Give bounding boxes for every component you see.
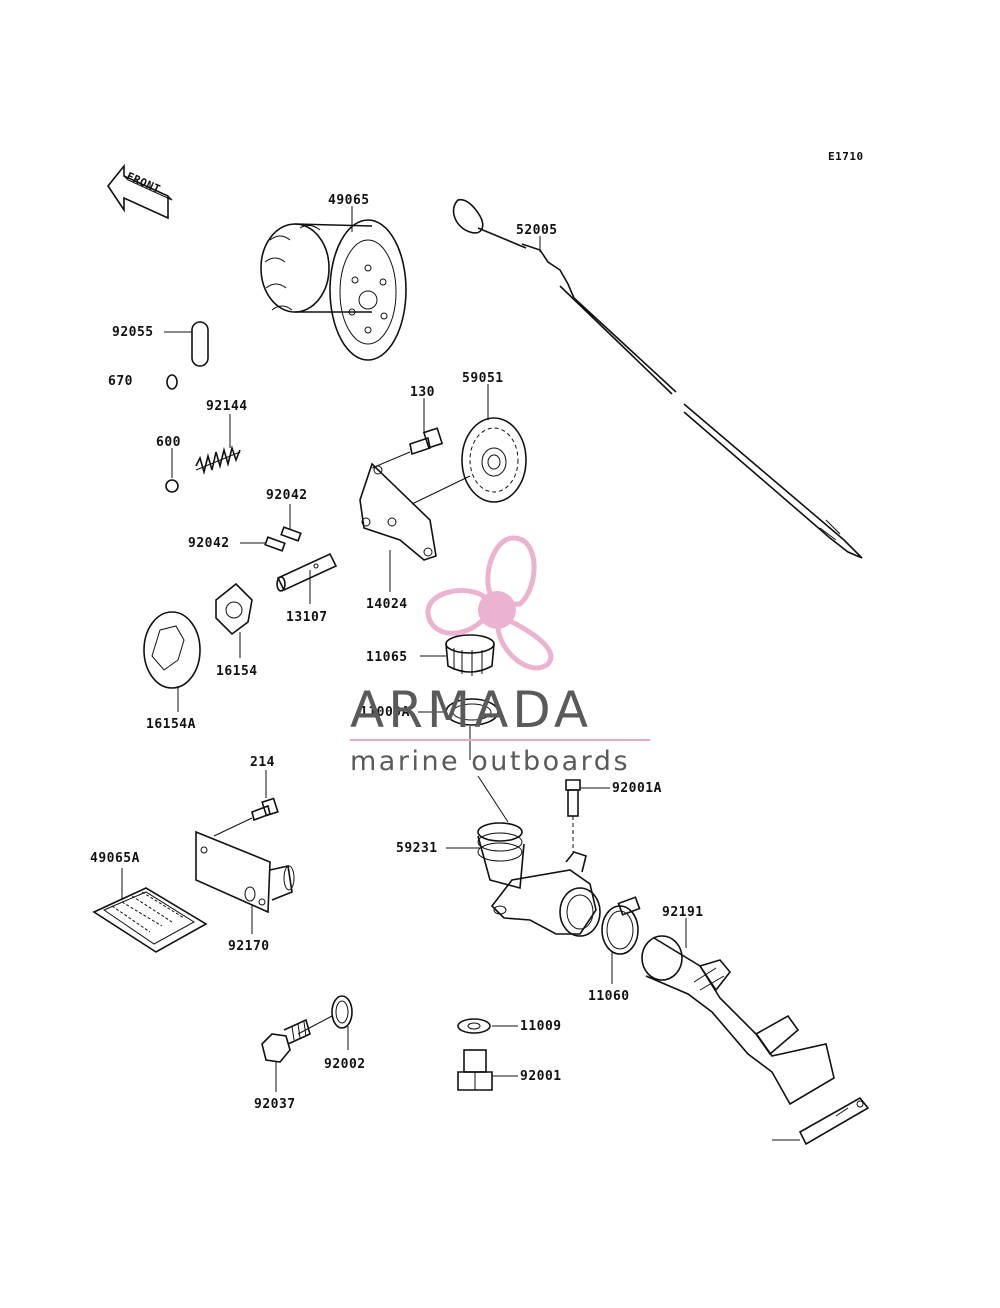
front-label: FRONT xyxy=(125,170,163,196)
bolt-92001 xyxy=(261,1018,311,1063)
outer-rotor-16154A xyxy=(143,611,201,689)
ring-670 xyxy=(166,374,178,390)
shaft-13107 xyxy=(276,552,338,592)
o-ring-92055 xyxy=(191,321,209,367)
washer-11060 xyxy=(457,1018,491,1034)
hose-clamp-92170 xyxy=(601,896,641,955)
label-13107: 13107 xyxy=(286,610,328,625)
bracket-13183 xyxy=(195,830,295,914)
label-59051: 59051 xyxy=(462,371,504,386)
bolt-214 xyxy=(251,797,279,822)
washer-11009 xyxy=(331,995,353,1029)
oil-filter xyxy=(260,219,407,361)
pin-92042-lower xyxy=(264,536,286,552)
label-11009: 92002 xyxy=(324,1057,366,1072)
filler-neck-59231 xyxy=(477,822,601,937)
label-92191: 92191 xyxy=(662,905,704,920)
band-92037 xyxy=(798,1096,870,1146)
strainer-screen-49065A xyxy=(92,887,208,953)
dipstick xyxy=(452,198,863,559)
label-92144: 92144 xyxy=(206,399,248,414)
filler-cap-11065 xyxy=(445,634,495,676)
watermark-brand: ARMADA xyxy=(350,681,592,739)
label-600: 600 xyxy=(156,435,181,450)
label-14024: 14024 xyxy=(366,597,408,612)
spring-92144 xyxy=(195,445,241,476)
label-92042-lower: 92042 xyxy=(188,536,230,551)
label-670: 670 xyxy=(108,374,133,389)
label-92042-upper: 92042 xyxy=(266,488,308,503)
watermark-tagline: marine outboards xyxy=(350,746,630,777)
label-16154: 16154 xyxy=(216,664,258,679)
label-92170: 11060 xyxy=(588,989,630,1004)
label-214: 214 xyxy=(250,755,275,770)
armada-watermark: ARMADA marine outboards xyxy=(350,535,650,777)
bolt-92001A xyxy=(565,779,581,852)
ball-600 xyxy=(165,479,179,493)
label-59231: 59231 xyxy=(396,841,438,856)
diagram-code: E1710 xyxy=(828,150,864,163)
propeller-logo-icon xyxy=(425,535,554,671)
label-49065: 49065 xyxy=(328,193,370,208)
label-11065: 11065 xyxy=(366,650,408,665)
pump-cover-14024 xyxy=(359,462,437,561)
label-11060: 11009 xyxy=(520,1019,562,1034)
label-92001: 92037 xyxy=(254,1097,296,1112)
pin-92042-upper xyxy=(280,526,302,542)
label-49065A: 49065A xyxy=(90,851,140,866)
label-16154A: 16154A xyxy=(146,717,196,732)
label-92001A: 92001A xyxy=(612,781,662,796)
hose-92191 xyxy=(641,935,835,1106)
label-92002: 92001 xyxy=(520,1069,562,1084)
label-13183: 92170 xyxy=(228,939,270,954)
front-arrow-icon: FRONT xyxy=(107,163,173,220)
label-11009A: 11009A xyxy=(360,705,410,720)
gear-59051 xyxy=(461,417,527,503)
inner-rotor-16154 xyxy=(215,582,253,636)
label-130: 130 xyxy=(410,385,435,400)
label-52005: 52005 xyxy=(516,223,558,238)
label-92055: 92055 xyxy=(112,325,154,340)
bolt-130 xyxy=(409,427,444,456)
drain-plug-92002 xyxy=(457,1049,493,1091)
